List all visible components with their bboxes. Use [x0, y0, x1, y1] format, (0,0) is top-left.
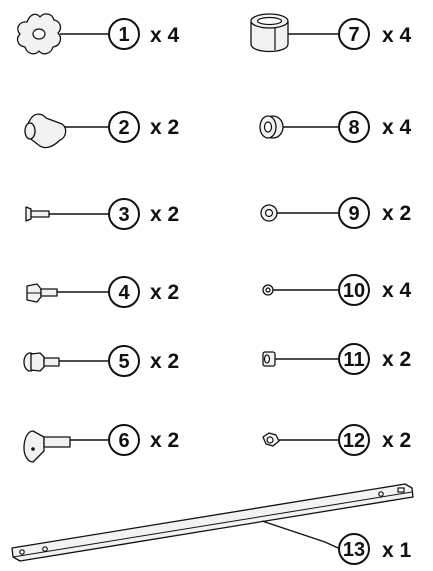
callout-13: 13 x 1 — [12, 484, 413, 564]
callout-10: 10 x 4 — [263, 275, 412, 305]
small-washer-icon — [263, 285, 273, 295]
part-number: 1 — [118, 24, 129, 46]
split-sleeve-icon — [251, 14, 288, 52]
part-number: 5 — [118, 351, 129, 373]
part-quantity: x 2 — [382, 202, 411, 225]
leader-line — [262, 521, 338, 548]
callout-6: 6 x 2 — [24, 425, 179, 462]
callout-2: 2 x 2 — [25, 112, 179, 148]
part-quantity: x 2 — [150, 116, 179, 139]
large-washer-icon — [261, 205, 277, 221]
part-quantity: x 2 — [150, 203, 179, 226]
part-quantity: x 2 — [382, 429, 411, 452]
part-number: 8 — [348, 117, 359, 139]
carriage-bolt-icon — [24, 431, 70, 462]
part-quantity: x 2 — [150, 350, 179, 373]
callout-12: 12 x 2 — [263, 425, 411, 455]
knob-bore — [33, 29, 45, 39]
callout-9: 9 x 2 — [261, 198, 411, 228]
callout-11: 11 x 2 — [263, 344, 411, 374]
callout-1: 1 x 4 — [18, 14, 180, 54]
part-quantity: x 2 — [150, 281, 179, 304]
part-number: 6 — [118, 430, 129, 452]
part-number: 12 — [343, 430, 365, 452]
part-quantity: x 2 — [382, 348, 411, 371]
part-quantity: x 1 — [382, 539, 412, 562]
knob-stem — [25, 123, 35, 139]
flat-head-bolt-icon — [26, 207, 49, 221]
callout-5: 5 x 2 — [24, 346, 179, 376]
part-number: 10 — [343, 280, 365, 302]
spacer-icon — [260, 116, 283, 138]
part-number: 9 — [348, 203, 359, 225]
part-number: 13 — [343, 539, 365, 561]
part-number: 3 — [118, 204, 129, 226]
hex-nut-icon — [263, 433, 279, 446]
part-quantity: x 4 — [382, 116, 412, 139]
part-quantity: x 4 — [382, 279, 412, 302]
hex-bolt-icon — [27, 284, 57, 302]
callout-8: 8 x 4 — [260, 112, 412, 142]
part-quantity: x 2 — [150, 429, 179, 452]
part-number: 2 — [118, 117, 129, 139]
callout-3: 3 x 2 — [26, 199, 179, 229]
part-quantity: x 4 — [150, 24, 180, 47]
callout-4: 4 x 2 — [27, 277, 179, 307]
flanged-hex-bolt-icon — [24, 353, 59, 371]
part-quantity: x 4 — [382, 24, 412, 47]
part-number: 4 — [118, 282, 130, 304]
lock-nut-icon — [263, 352, 275, 366]
part-number: 11 — [343, 349, 364, 371]
callout-7: 7 x 4 — [251, 14, 412, 52]
part-number: 7 — [348, 24, 359, 46]
